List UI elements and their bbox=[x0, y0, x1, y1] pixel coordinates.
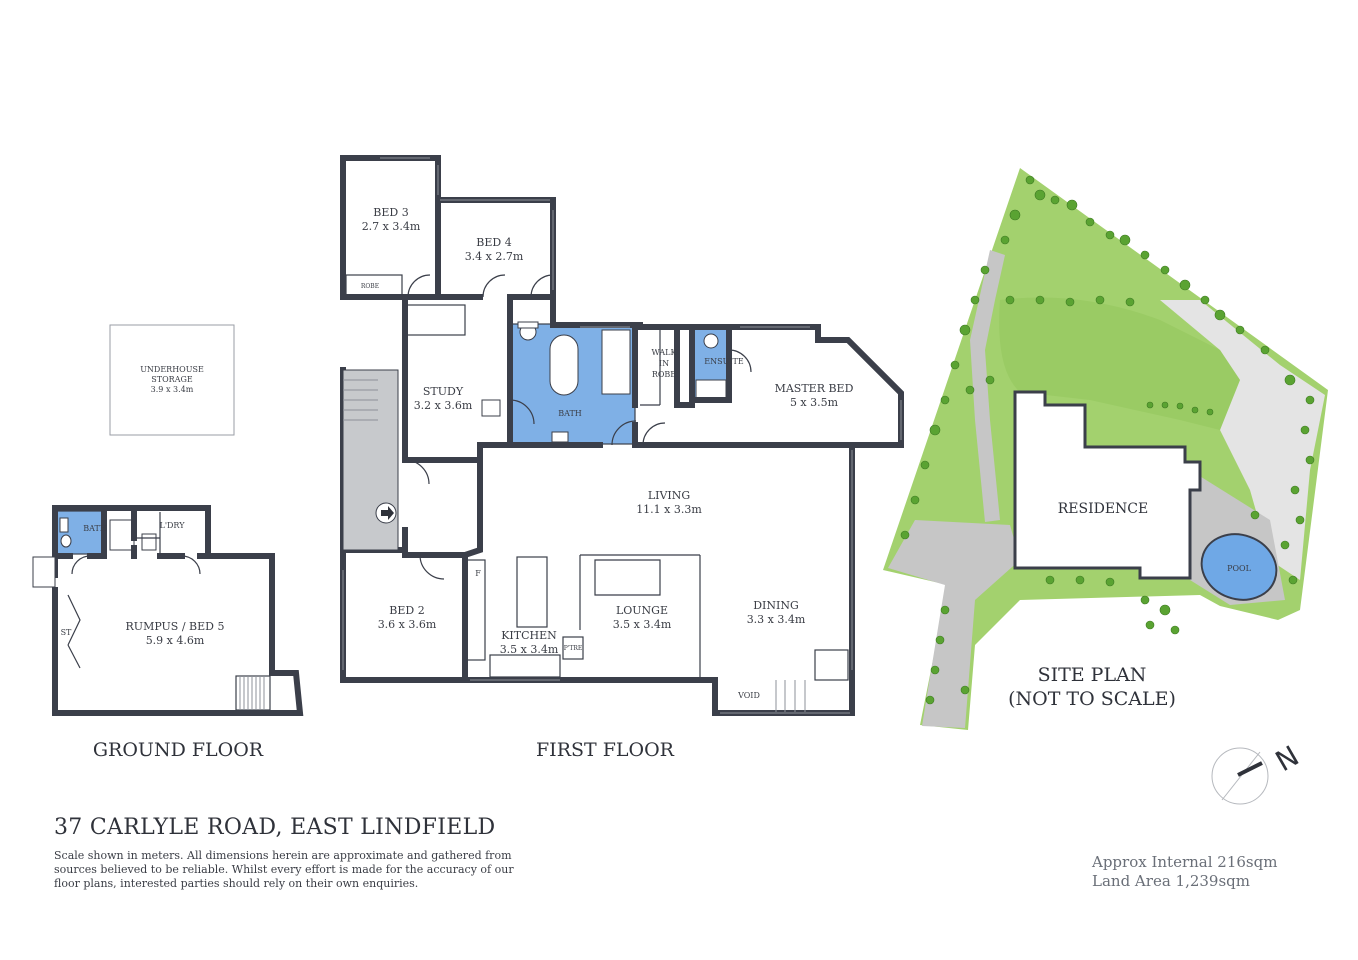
fridge-label: F bbox=[475, 569, 481, 578]
site-plan-label-1: SITE PLAN bbox=[1038, 664, 1147, 686]
site-plan: RESIDENCE POOL bbox=[883, 168, 1328, 730]
robe-label: ROBE bbox=[361, 283, 379, 290]
bed4-label: BED 4 bbox=[476, 236, 511, 249]
land-area: Land Area 1,239sqm bbox=[1092, 872, 1250, 890]
bed2-label: BED 2 bbox=[389, 604, 424, 617]
property-address: 37 CARLYLE ROAD, EAST LINDFIELD bbox=[54, 815, 496, 840]
ground-floor-label: GROUND FLOOR bbox=[93, 739, 264, 761]
study-dims: 3.2 x 3.6m bbox=[414, 399, 473, 412]
area-summary: Approx Internal 216sqm Land Area 1,239sq… bbox=[1092, 853, 1277, 891]
lounge-label: LOUNGE bbox=[616, 604, 668, 617]
compass-north-letter: N bbox=[1270, 739, 1305, 778]
pool-label: POOL bbox=[1227, 564, 1252, 573]
disclaimer-text: Scale shown in meters. All dimensions he… bbox=[54, 849, 514, 890]
site-plan-label-2: (NOT TO SCALE) bbox=[1008, 688, 1176, 710]
first-floor-plan: ROBE BED 3 2.7 x 3.4m BED 4 3.4 x 2.7m S… bbox=[340, 155, 904, 761]
dining-label: DINING bbox=[753, 599, 799, 612]
rumpus-label: RUMPUS / BED 5 bbox=[126, 620, 225, 633]
kitchen-dims: 3.5 x 3.4m bbox=[500, 643, 559, 656]
residence-label: RESIDENCE bbox=[1058, 501, 1149, 517]
site-trees bbox=[900, 175, 1315, 705]
void-label: VOID bbox=[737, 691, 760, 700]
driveway bbox=[888, 520, 1020, 728]
bed3-dims: 2.7 x 3.4m bbox=[362, 220, 421, 233]
ground-floor-plan: UNDERHOUSE STORAGE 3.9 x 3.4m BATH L'DRY… bbox=[32, 324, 304, 761]
compass-ring bbox=[1211, 747, 1269, 805]
underhouse-label-2: STORAGE bbox=[151, 375, 193, 384]
master-label: MASTER BED bbox=[775, 382, 854, 395]
kitchen-label: KITCHEN bbox=[501, 629, 557, 642]
laundry-label: L'DRY bbox=[160, 521, 186, 530]
pool bbox=[1200, 533, 1278, 601]
north-compass: N bbox=[1211, 739, 1305, 805]
lounge-dims: 3.5 x 3.4m bbox=[613, 618, 672, 631]
walkin-label-2: IN bbox=[659, 359, 669, 368]
bed4-dims: 3.4 x 2.7m bbox=[465, 250, 524, 263]
ground-bath-label: BATH bbox=[83, 524, 107, 533]
pantry-label: P'TRE bbox=[564, 645, 583, 652]
bath-label: BATH bbox=[558, 409, 582, 418]
bed2-dims: 3.6 x 3.6m bbox=[378, 618, 437, 631]
living-dims: 11.1 x 3.3m bbox=[636, 503, 702, 516]
study-label: STUDY bbox=[423, 385, 464, 398]
internal-area: Approx Internal 216sqm bbox=[1092, 853, 1278, 871]
living-label: LIVING bbox=[648, 489, 690, 502]
first-floor-label: FIRST FLOOR bbox=[536, 739, 675, 761]
residence-footprint bbox=[1013, 390, 1202, 580]
underhouse-storage bbox=[109, 324, 235, 436]
external-stairs bbox=[342, 369, 399, 551]
ensuite-label: ENSUITE bbox=[704, 357, 744, 366]
walkin-label-3: ROBE bbox=[652, 370, 676, 379]
underhouse-label: UNDERHOUSE bbox=[140, 365, 204, 374]
walkin-label-1: WALK bbox=[652, 348, 678, 357]
master-dims: 5 x 3.5m bbox=[790, 396, 839, 409]
underhouse-dims: 3.9 x 3.4m bbox=[151, 385, 194, 394]
dining-dims: 3.3 x 3.4m bbox=[747, 613, 806, 626]
rumpus-dims: 5.9 x 4.6m bbox=[146, 634, 205, 647]
storage-label: ST bbox=[61, 628, 72, 637]
gravel-path bbox=[1160, 300, 1325, 580]
bed3-label: BED 3 bbox=[373, 206, 408, 219]
